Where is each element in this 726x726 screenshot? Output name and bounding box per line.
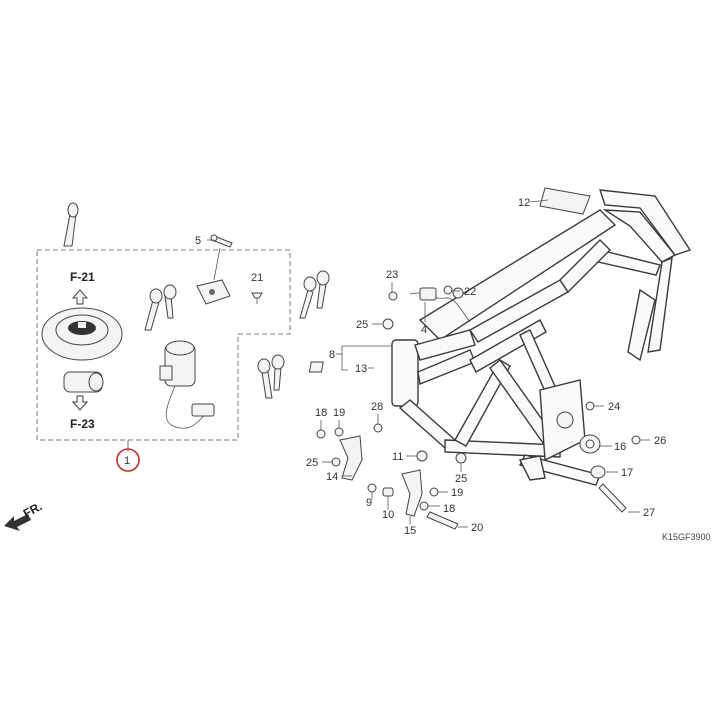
callout-number: 16: [614, 441, 626, 453]
key-set-group: F-21 F-23 5: [36, 202, 330, 472]
front-direction-arrow: FR.: [4, 499, 44, 531]
key-pair-lower-icon: [257, 354, 285, 399]
diagram-code: K15GF3900: [662, 532, 711, 542]
view-label-top: F-21: [70, 270, 95, 284]
callout-number: 22: [464, 286, 476, 298]
callout-number: 10: [382, 509, 394, 521]
callout-number: 14: [326, 471, 338, 483]
callout-number: 15: [404, 525, 416, 537]
lock-cylinder-icon: [63, 371, 104, 393]
callout-number: 26: [654, 435, 666, 447]
callout-number: 25: [455, 473, 467, 485]
callout-number: 8: [329, 349, 335, 361]
bracket-14-icon: [339, 435, 363, 481]
key-pair-right-icon: [299, 270, 330, 319]
view-label-bottom: F-23: [70, 417, 95, 431]
callout-number: 11: [392, 451, 403, 463]
screw-21-icon: [251, 292, 263, 299]
key-pair-icon: [144, 284, 177, 331]
lock-bracket-icon: [196, 279, 231, 305]
callout-number: 24: [608, 401, 620, 413]
spare-key-icon: [63, 202, 79, 247]
callout-number: 19: [333, 407, 345, 419]
arrow-up-icon: [71, 289, 89, 305]
callout-1: 1: [124, 455, 130, 467]
callout-number: 18: [443, 503, 455, 515]
callout-number: 25: [356, 319, 368, 331]
callout-number: 25: [306, 457, 318, 469]
callout-number: 28: [371, 401, 383, 413]
callout-number: 9: [366, 497, 372, 509]
callout-number: 13: [355, 363, 367, 375]
callout-number: 23: [386, 269, 398, 281]
highlight-circle: [116, 448, 140, 472]
bolt-20-icon: [426, 511, 459, 530]
bolt-27-icon: [598, 483, 627, 513]
callout-number: 21: [251, 272, 263, 284]
callout-number: 18: [315, 407, 327, 419]
callout-number: 5: [195, 235, 201, 247]
bracket-15-icon: [401, 469, 423, 517]
callout-number: 27: [643, 507, 655, 519]
callout-number: 4: [421, 324, 427, 336]
ignition-switch-icon: [159, 340, 215, 429]
fuel-cap-icon: [41, 307, 123, 361]
plate-12-icon: [539, 187, 591, 215]
arrow-down-icon: [71, 395, 89, 411]
callout-number: 17: [621, 467, 633, 479]
frame-body: 12 4 23: [306, 187, 711, 542]
callout-number: 12: [518, 197, 530, 209]
callout-number: 19: [451, 487, 463, 499]
callout-number: 20: [471, 522, 483, 534]
key-set-outline: [36, 249, 291, 441]
